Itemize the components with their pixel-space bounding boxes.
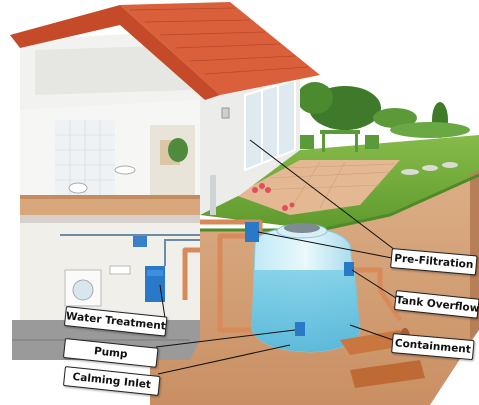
blue-pipes (60, 234, 200, 266)
pre-filter-unit (245, 222, 259, 242)
flowers (252, 183, 295, 211)
roof-front (10, 5, 220, 100)
interior-room (150, 125, 195, 195)
control-box (133, 235, 147, 247)
glass-doors (244, 78, 296, 172)
roof-top (120, 2, 320, 95)
background-trees (297, 82, 470, 138)
sink-basement (109, 265, 131, 275)
rainwater-tank (251, 223, 361, 353)
pump-unit (295, 322, 305, 336)
leader-lines (155, 139, 397, 375)
patio-furniture (300, 130, 379, 152)
overflow-fitting (344, 262, 354, 276)
washing-machine (64, 269, 102, 307)
water-treatment-unit (145, 266, 165, 302)
bathroom (55, 120, 136, 195)
